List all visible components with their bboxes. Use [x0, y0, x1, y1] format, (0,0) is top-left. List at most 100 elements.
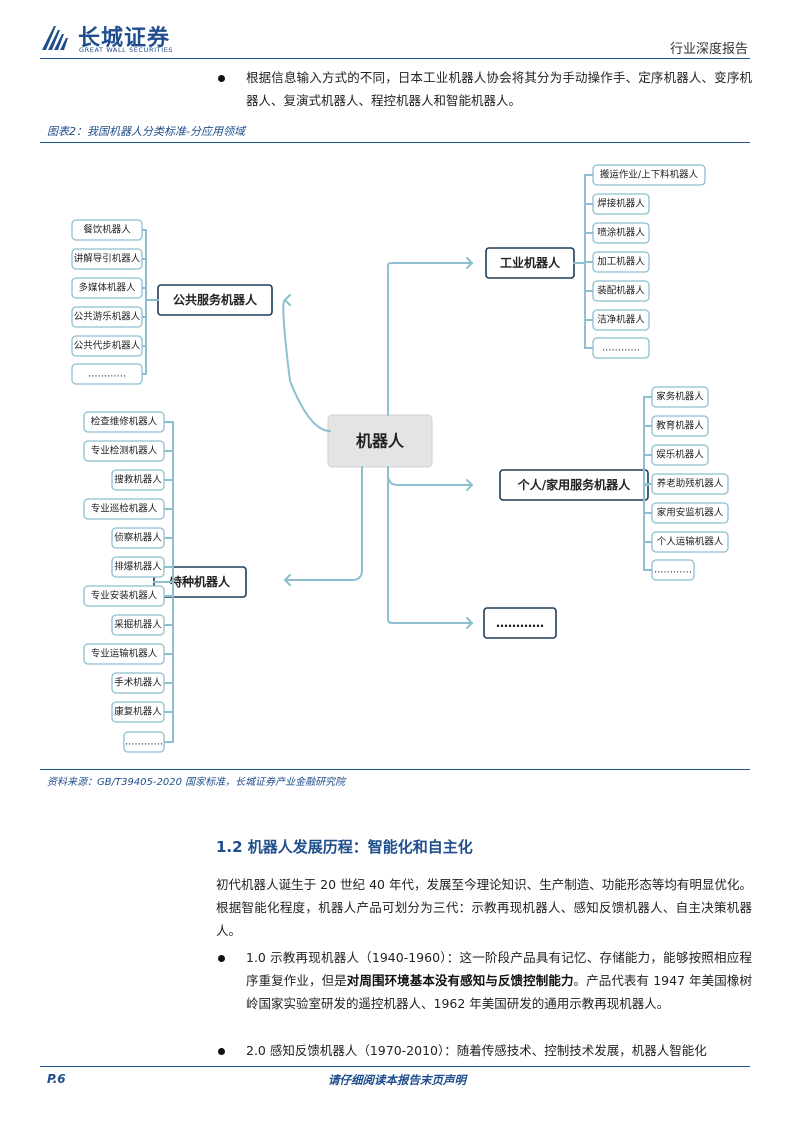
connector-industrial — [387, 262, 473, 416]
personal-leaf-1-label: 教育机器人 — [656, 420, 704, 432]
page-number: P.6 — [47, 1072, 66, 1086]
arrow-public — [283, 294, 291, 306]
public-service-node-label: 公共服务机器人 — [173, 292, 258, 307]
bullet-icon — [218, 75, 225, 82]
personal-leaf-4-box — [651, 502, 729, 524]
special-leaf-7-label: 采掘机器人 — [114, 619, 162, 631]
public-leaf-0-box — [71, 219, 143, 241]
report-type: 行业深度报告 — [669, 42, 748, 57]
connector-public — [282, 299, 331, 432]
personal-leaf-5-box — [651, 531, 729, 553]
figure-bottom-rule — [40, 769, 750, 770]
logo-english-name: GREAT WALL SECURITIES — [79, 46, 174, 54]
personal-leaf-5-label: 个人运输机器人 — [657, 536, 724, 548]
personal-leaf-2-box — [651, 444, 709, 466]
bullet-generation-2: 2.0 感知反馈机器人（1970-2010）：随着传感技术、控制技术发展，机器人… — [246, 1043, 707, 1058]
special-leaf-9-box — [111, 672, 165, 694]
public-leaf-3-label: 公共游乐机器人 — [74, 311, 141, 323]
industrial-leaf-6-label: ………… — [602, 343, 640, 354]
personal-leaf-6-label: ………… — [654, 565, 692, 576]
figure-title: 图表2：我国机器人分类标准-分应用领域 — [47, 125, 245, 138]
arrow-other — [466, 617, 474, 629]
public-leaf-5-box — [71, 363, 143, 385]
special-leaf-10-box — [111, 701, 165, 723]
footer-divider — [40, 1066, 750, 1067]
industrial-leaf-4-box — [592, 280, 650, 302]
industrial-leaf-5-box — [592, 309, 650, 331]
special-leaf-1-label: 专业检测机器人 — [91, 445, 158, 457]
great-wall-logo-icon — [42, 26, 68, 50]
arrow-special — [283, 574, 291, 586]
arrow-personal — [466, 479, 474, 491]
public-leaf-1-label: 讲解导引机器人 — [74, 253, 141, 265]
bullet1-bold-text: 对周围环境基本没有感知与反馈控制能力 — [346, 973, 574, 988]
personal-leaf-6-box — [651, 559, 695, 581]
personal-leaf-2-label: 娱乐机器人 — [656, 449, 704, 461]
header-divider — [40, 58, 750, 59]
intro-bullet-text: 根据信息输入方式的不同，日本工业机器人协会将其分为手动操作手、定序机器人、变序机… — [246, 70, 752, 108]
industrial-leaf-3-label: 加工机器人 — [597, 256, 645, 268]
industrial-leaf-0-box — [592, 164, 706, 186]
figure-source: 资料来源：GB/T39405-2020 国家标准，长城证券产业金融研究院 — [47, 777, 346, 788]
figure-top-rule — [40, 142, 750, 143]
special-leaf-4-box — [111, 527, 165, 549]
public-leaf-0-label: 餐饮机器人 — [83, 224, 131, 236]
special-leaf-5-box — [111, 556, 165, 578]
bullet-generation-1: 1.0 示教再现机器人（1940-1960）：这一阶段产品具有记忆、存储能力，能… — [246, 946, 752, 1015]
bullet-icon — [218, 955, 225, 962]
industrial-leaf-5-label: 洁净机器人 — [597, 314, 645, 326]
personal-leaf-4-label: 家用安监机器人 — [657, 507, 724, 519]
special-node-label: 特种机器人 — [170, 574, 231, 589]
public-leaf-4-label: 公共代步机器人 — [74, 340, 141, 352]
special-leaf-8-box — [83, 643, 165, 665]
bullet-icon — [218, 1048, 225, 1055]
industrial-leaf-2-label: 喷涂机器人 — [597, 227, 645, 239]
special-leaf-0-label: 检查维修机器人 — [91, 416, 158, 428]
connector-special — [284, 466, 363, 581]
special-leaf-9-label: 手术机器人 — [114, 677, 162, 689]
industrial-leaf-3-box — [592, 251, 650, 273]
special-leaf-1-box — [83, 440, 165, 462]
public-leaf-2-box — [71, 277, 143, 299]
industrial-leaf-6-box — [592, 337, 650, 359]
personal-leaf-3-box — [651, 473, 729, 495]
special-leaf-2-box — [111, 469, 165, 491]
industrial-node-label: 工业机器人 — [500, 255, 561, 270]
industrial-leaf-4-label: 装配机器人 — [597, 285, 645, 297]
special-leaf-11-label: ………… — [125, 737, 163, 748]
public-leaf-5-label: ………… — [88, 369, 126, 380]
connector-other — [387, 466, 473, 624]
personal-leaf-0-box — [651, 386, 709, 408]
special-leaf-3-label: 专业巡检机器人 — [91, 503, 158, 515]
special-leaf-5-label: 排爆机器人 — [114, 561, 162, 573]
special-leaf-6-label: 专业安装机器人 — [91, 590, 158, 602]
industrial-leaf-1-box — [592, 193, 650, 215]
other-node-label: ………… — [496, 616, 544, 630]
root-node-label: 机器人 — [356, 432, 405, 451]
special-leaf-11-box — [123, 731, 165, 753]
special-leaf-8-label: 专业运输机器人 — [91, 648, 158, 660]
special-leaf-2-label: 搜救机器人 — [114, 474, 162, 486]
industrial-leaf-2-box — [592, 222, 650, 244]
footer-disclaimer: 请仔细阅读本报告末页声明 — [328, 1073, 466, 1087]
industrial-leaf-0-label: 搬运作业/上下料机器人 — [600, 169, 699, 181]
special-leaf-4-label: 侦察机器人 — [114, 532, 162, 544]
special-leaf-10-label: 康复机器人 — [114, 706, 162, 718]
public-leaf-4-box — [71, 335, 143, 357]
other-node-box — [483, 607, 557, 639]
logo-chinese-name: 长城证券 — [78, 26, 171, 51]
special-leaf-0-box — [83, 411, 165, 433]
arrow-industrial — [466, 257, 474, 269]
bullet1-text-a: 1.0 示教再现机器人（1940-1960）：这一阶段产品具有记忆、存储能力，能… — [246, 950, 752, 988]
personal-leaf-1-box — [651, 415, 709, 437]
public-leaf-1-box — [71, 248, 143, 270]
personal-node-label: 个人/家用服务机器人 — [517, 477, 631, 492]
special-leaf-3-box — [83, 498, 165, 520]
personal-leaf-3-label: 养老助残机器人 — [657, 478, 724, 490]
public-leaf-3-box — [71, 306, 143, 328]
root-node-box — [327, 414, 433, 468]
personal-leaf-0-label: 家务机器人 — [656, 391, 704, 403]
public-leaf-2-label: 多媒体机器人 — [78, 282, 136, 294]
section-paragraph: 初代机器人诞生于 20 世纪 40 年代，发展至今理论知识、生产制造、功能形态等… — [216, 877, 752, 938]
